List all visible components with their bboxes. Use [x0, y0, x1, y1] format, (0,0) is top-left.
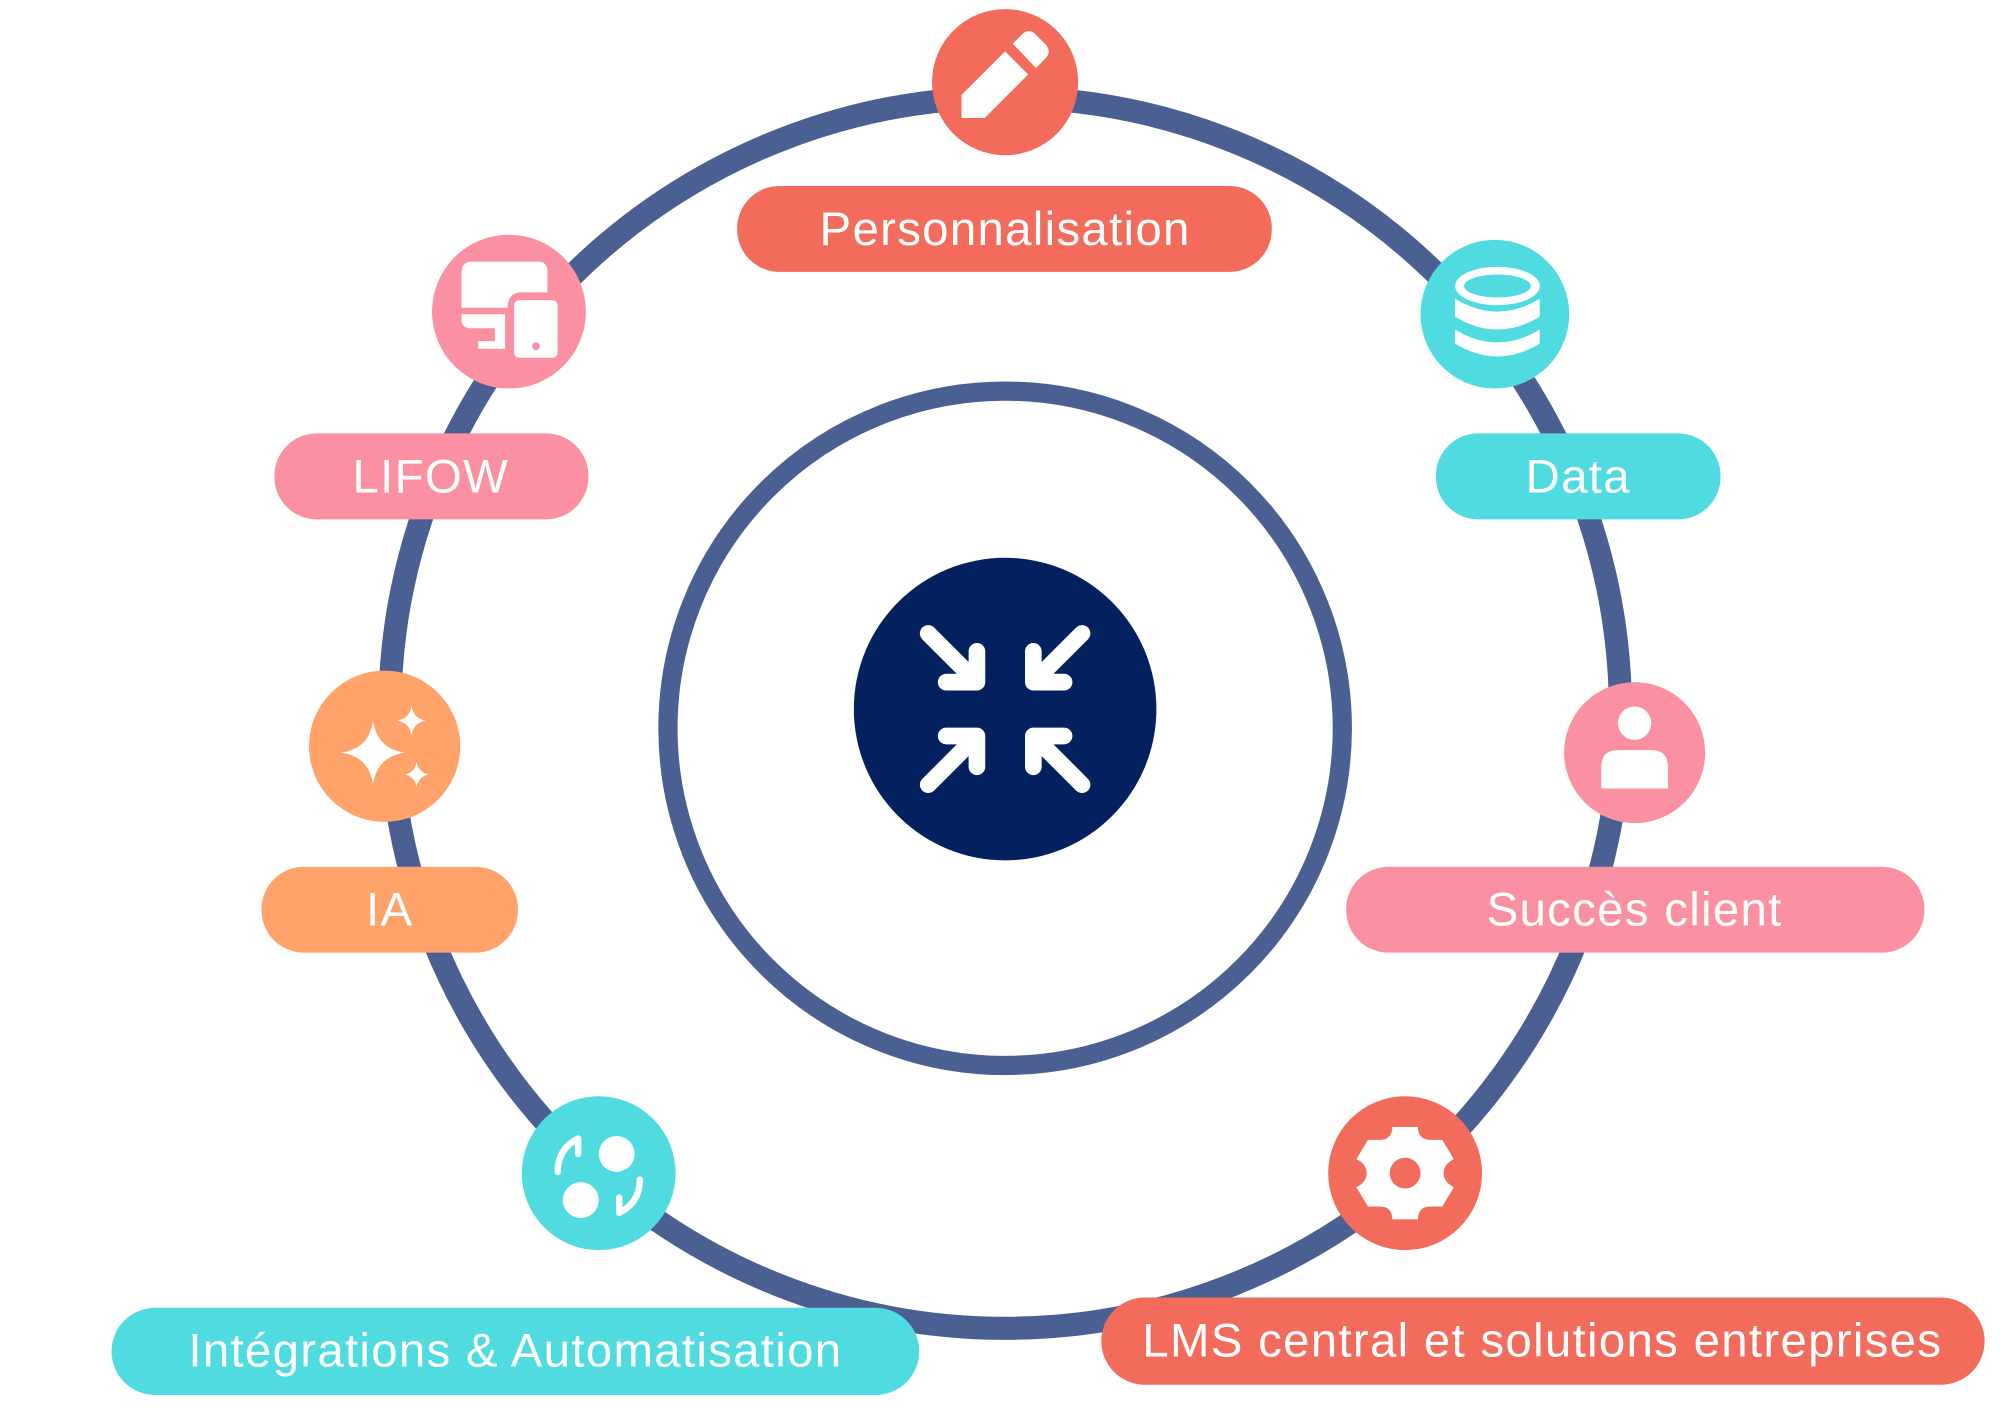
- node-label: Intégrations & Automatisation: [188, 1325, 842, 1378]
- node-lifow: LIFOW: [274, 234, 589, 520]
- node-label: IA: [366, 884, 413, 937]
- integration-icon: [521, 1096, 676, 1251]
- node-succes-client: Succès client: [1346, 682, 1925, 953]
- node-label: LIFOW: [352, 450, 509, 503]
- sparkles-icon: [308, 670, 461, 822]
- node-label: Data: [1526, 450, 1631, 503]
- node-label: Personnalisation: [820, 203, 1191, 256]
- node-ia: IA: [261, 670, 518, 953]
- node-personnalisation: Personnalisation: [737, 9, 1272, 272]
- inner-ring: [658, 381, 1352, 1076]
- user-icon: [1564, 682, 1706, 824]
- node-lms: LMS central et solutions entreprises: [1101, 1096, 1985, 1385]
- compress-arrows-icon: [853, 557, 1157, 861]
- database-icon: [1420, 239, 1570, 389]
- node-integrations: Intégrations & Automatisation: [111, 1096, 920, 1395]
- devices-icon: [432, 234, 586, 389]
- node-data: Data: [1420, 239, 1721, 520]
- pencil-icon: [932, 9, 1079, 156]
- node-label: Succès client: [1487, 884, 1783, 937]
- node-label: LMS central et solutions entreprises: [1142, 1315, 1942, 1368]
- gear-icon: [1328, 1096, 1483, 1251]
